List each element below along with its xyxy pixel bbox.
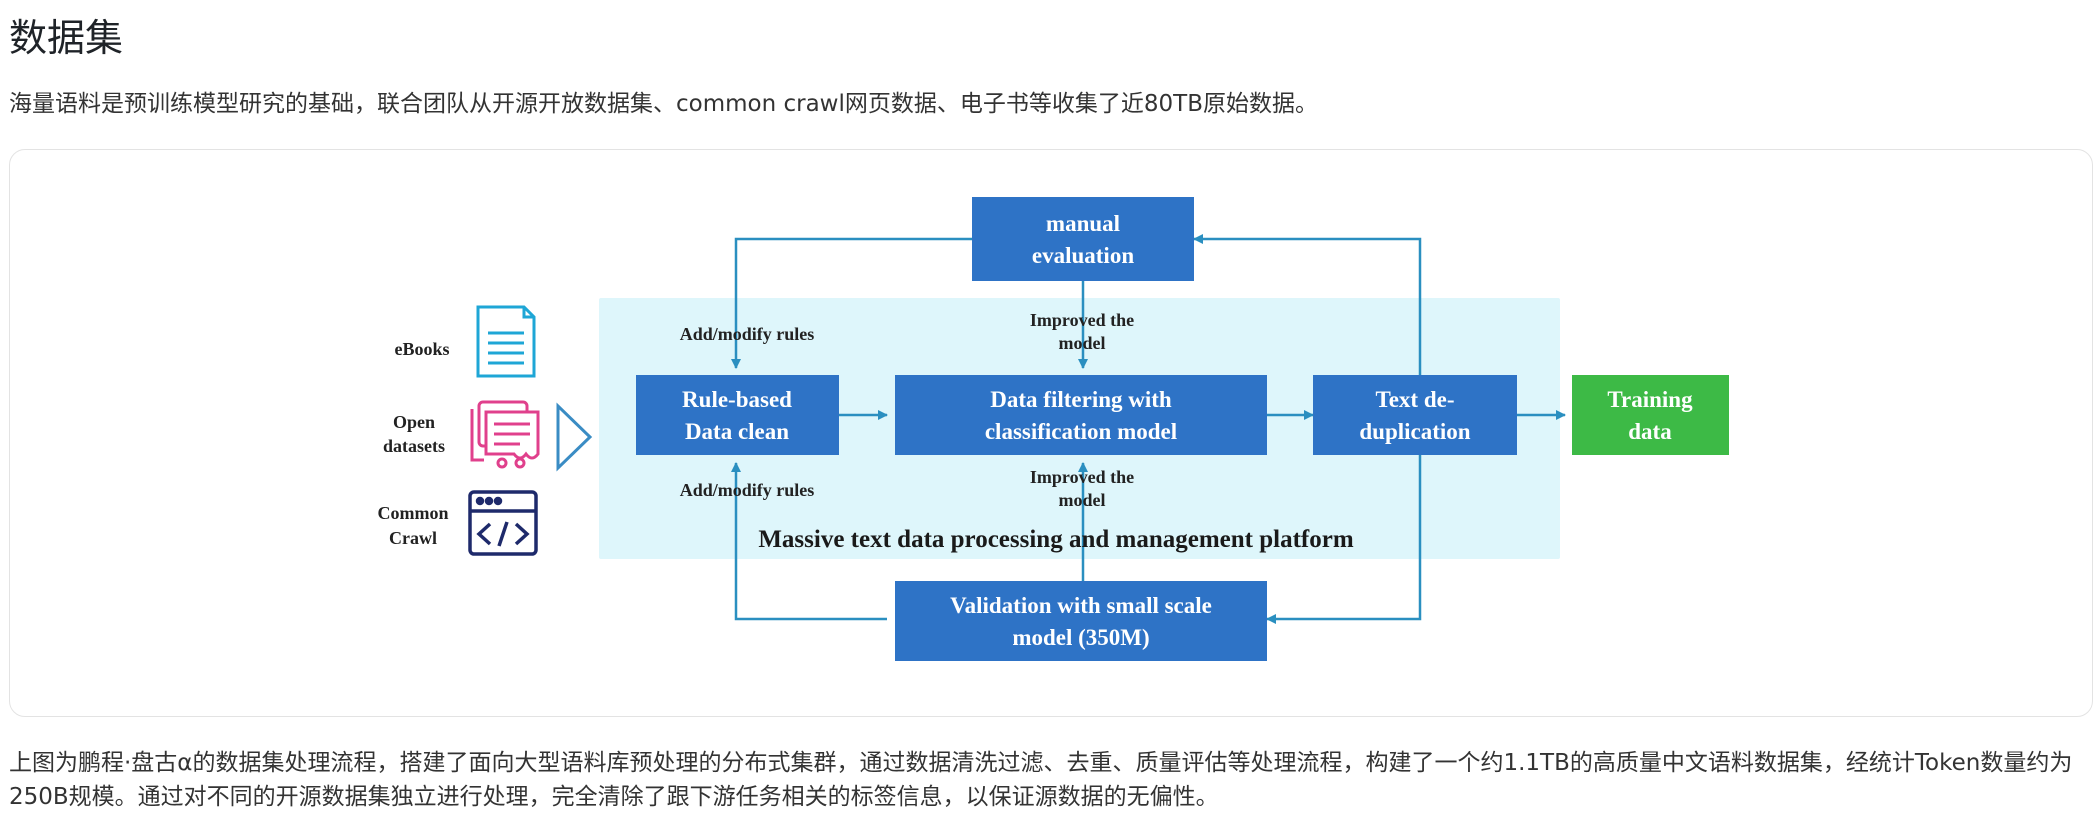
source-common-crawl-label-1: Common: [378, 503, 449, 523]
filtering-label-1: Data filtering with: [990, 387, 1172, 412]
rule-based-label-1: Rule-based: [682, 387, 792, 412]
common-crawl-icon: [468, 490, 538, 556]
manual-evaluation-label-2: evaluation: [1032, 243, 1134, 268]
improved-model-label-top-1: Improved the: [1030, 310, 1134, 330]
text-dedup-node: [1313, 375, 1517, 455]
rule-based-label-2: Data clean: [685, 419, 789, 444]
validation-node: [895, 581, 1267, 661]
source-ebooks-label: eBooks: [394, 339, 449, 359]
manual-evaluation-label-1: manual: [1046, 211, 1120, 236]
ebook-icon: [476, 305, 536, 378]
caption-paragraph: 上图为鹏程·盘古α的数据集处理流程，搭建了面向大型语料库预处理的分布式集群，通过…: [9, 750, 2073, 810]
validation-label-1: Validation with small scale: [950, 593, 1212, 618]
arrow-dedup-to-manual: [1193, 234, 1422, 375]
source-open-datasets-label-2: datasets: [383, 436, 445, 456]
arrow-dedup-to-validation: [1266, 455, 1422, 624]
validation-label-2: model (350M): [1012, 625, 1149, 650]
training-label-2: data: [1628, 419, 1672, 444]
dedup-label-1: Text de-: [1375, 387, 1454, 412]
improved-model-label-top-2: model: [1059, 333, 1106, 353]
data-filtering-node: [895, 375, 1267, 455]
platform-label: Massive text data processing and managem…: [758, 526, 1353, 553]
filtering-label-2: classification model: [985, 419, 1177, 444]
rule-based-clean-node: [636, 375, 839, 455]
arrow-validation-to-rule: [731, 462, 887, 621]
intro-paragraph: 海量语料是预训练模型研究的基础，联合团队从开源开放数据集、common craw…: [9, 91, 1318, 117]
improved-model-label-bottom-1: Improved the: [1030, 467, 1134, 487]
connectors: [731, 234, 1566, 624]
training-data-node: [1572, 375, 1729, 455]
dataset-pipeline-figure: manual evaluation Rule-based Data clean …: [9, 149, 2093, 717]
add-modify-rules-label-bottom: Add/modify rules: [680, 480, 815, 500]
open-datasets-icon: [470, 400, 540, 469]
training-label-1: Training: [1607, 387, 1693, 412]
source-input-hollow-arrow-icon: [556, 402, 593, 472]
improved-model-label-bottom-2: model: [1059, 490, 1106, 510]
add-modify-rules-label-top: Add/modify rules: [680, 324, 815, 344]
source-open-datasets-label-1: Open: [393, 412, 435, 432]
page-title: 数据集: [9, 16, 124, 60]
pipeline-diagram: manual evaluation Rule-based Data clean …: [378, 197, 1729, 661]
manual-evaluation-node: [972, 197, 1194, 281]
dedup-label-2: duplication: [1359, 419, 1470, 444]
source-common-crawl-label-2: Crawl: [389, 528, 437, 548]
arrow-manual-to-rule: [731, 237, 972, 369]
